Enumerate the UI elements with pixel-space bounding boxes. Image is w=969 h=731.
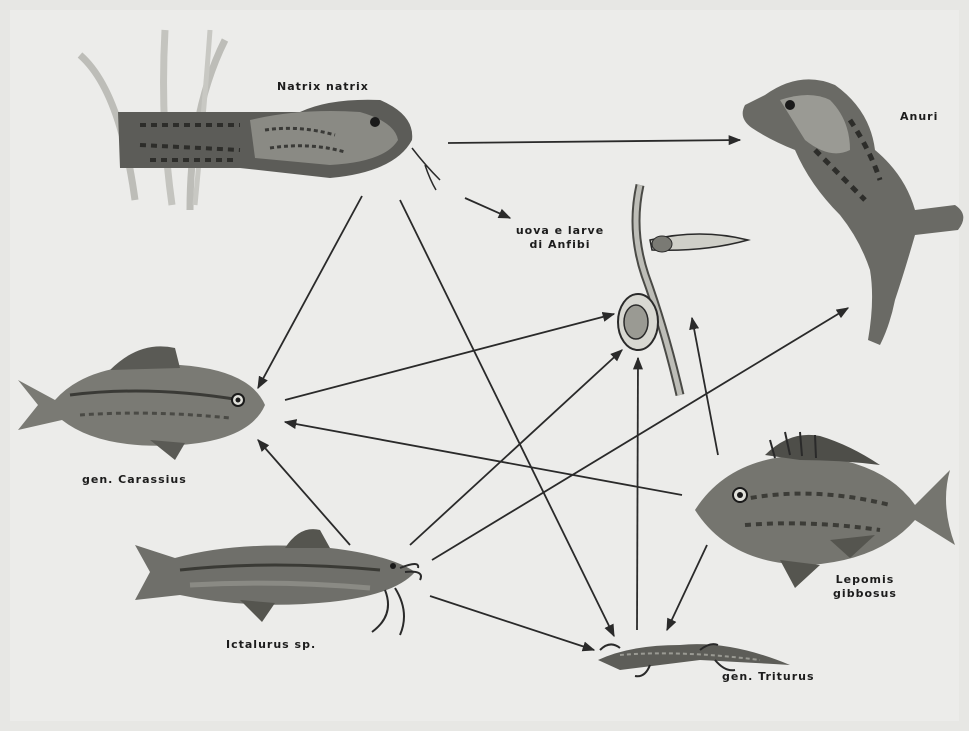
arrow-lepomis-to-carassius bbox=[285, 422, 682, 495]
label-lepomis-line1: Lepomis bbox=[820, 573, 910, 587]
ictalurus-catfish-illustration bbox=[135, 529, 421, 635]
natrix-snake-illustration bbox=[80, 30, 440, 210]
arrow-ictalurus-to-triturus bbox=[430, 596, 594, 650]
label-natrix-natrix: Natrix natrix bbox=[277, 80, 369, 94]
arrow-natrix-to-triturus bbox=[400, 200, 614, 636]
carassius-fish-illustration bbox=[18, 346, 265, 460]
arrow-triturus-to-uova bbox=[637, 358, 638, 630]
lepomis-sunfish-illustration bbox=[695, 432, 955, 588]
label-triturus: gen. Triturus bbox=[722, 670, 815, 684]
arrow-lepomis-to-triturus bbox=[667, 545, 707, 630]
arrow-natrix-to-carassius bbox=[258, 196, 362, 388]
arrow-lepomis-to-uova bbox=[692, 318, 718, 455]
arrow-natrix-to-uova bbox=[465, 198, 510, 218]
arrow-carassius-to-uova bbox=[285, 314, 614, 400]
arrow-natrix-to-anuri bbox=[448, 140, 740, 143]
label-lepomis: Lepomis gibbosus bbox=[820, 573, 910, 601]
label-uova-line1: uova e larve bbox=[505, 224, 615, 238]
label-carassius: gen. Carassius bbox=[82, 473, 187, 487]
label-uova-larve: uova e larve di Anfibi bbox=[505, 224, 615, 252]
label-ictalurus: Ictalurus sp. bbox=[226, 638, 316, 652]
label-anuri: Anuri bbox=[900, 110, 938, 124]
label-lepomis-line2: gibbosus bbox=[820, 587, 910, 601]
label-uova-line2: di Anfibi bbox=[505, 238, 615, 252]
arrow-ictalurus-to-carassius bbox=[258, 440, 350, 545]
arrow-ictalurus-to-uova bbox=[410, 350, 622, 545]
